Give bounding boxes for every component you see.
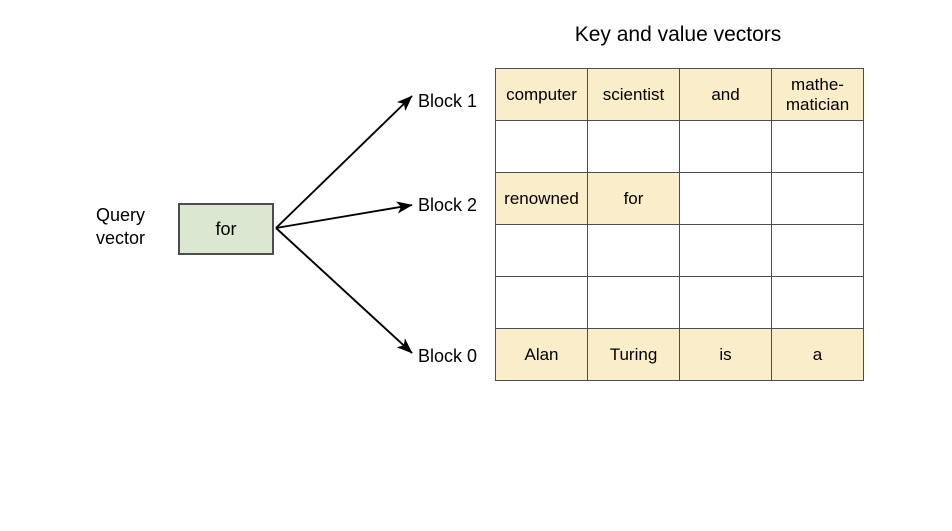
table-cell-r1c0[interactable] xyxy=(495,120,588,173)
table-cell-r1c1[interactable] xyxy=(587,120,680,173)
table-cell-r2c1[interactable]: for xyxy=(587,172,680,225)
table-cell-r5c1[interactable]: Turing xyxy=(587,328,680,381)
block-label-2: Block 2 xyxy=(418,195,478,215)
query-vector-label-line-2: vector xyxy=(96,228,146,248)
page-title: Key and value vectors xyxy=(574,23,782,46)
table-cell-r0c3[interactable]: mathe- matician xyxy=(771,68,864,121)
table-cell-r2c0[interactable]: renowned xyxy=(495,172,588,225)
table-cell-r4c1[interactable] xyxy=(587,276,680,329)
key-value-table: computer scientist and mathe- matician r… xyxy=(495,68,864,381)
block-label-1: Block 1 xyxy=(418,91,478,111)
query-vector-label: Query vector xyxy=(96,204,174,250)
table-cell-r1c2[interactable] xyxy=(679,120,772,173)
query-vector-label-line-1: Query xyxy=(96,205,146,225)
table-cell-r0c3-line-1: mathe- xyxy=(791,74,844,94)
table-row: computer scientist and mathe- matician xyxy=(495,68,864,121)
table-cell-r5c3[interactable]: a xyxy=(771,328,864,381)
table-row xyxy=(495,120,864,173)
table-cell-r5c2[interactable]: is xyxy=(679,328,772,381)
table-cell-r3c1[interactable] xyxy=(587,224,680,277)
arrow-to-block-2-icon xyxy=(275,201,413,229)
table-cell-r4c2[interactable] xyxy=(679,276,772,329)
table-cell-r0c3-line-2: matician xyxy=(785,94,850,114)
query-vector-box[interactable]: for xyxy=(178,203,274,255)
table-row xyxy=(495,224,864,277)
arrow-to-block-0-icon xyxy=(275,227,413,354)
table-cell-r0c2[interactable]: and xyxy=(679,68,772,121)
table-cell-r2c3[interactable] xyxy=(771,172,864,225)
table-cell-r5c0[interactable]: Alan xyxy=(495,328,588,381)
table-row: renowned for xyxy=(495,172,864,225)
table-row: Alan Turing is a xyxy=(495,328,864,381)
table-cell-r3c3[interactable] xyxy=(771,224,864,277)
table-cell-r4c0[interactable] xyxy=(495,276,588,329)
table-cell-r0c1[interactable]: scientist xyxy=(587,68,680,121)
table-row xyxy=(495,276,864,329)
table-cell-r1c3[interactable] xyxy=(771,120,864,173)
table-cell-r2c2[interactable] xyxy=(679,172,772,225)
arrow-to-block-1-icon xyxy=(275,95,413,229)
table-cell-r0c0[interactable]: computer xyxy=(495,68,588,121)
table-cell-r3c0[interactable] xyxy=(495,224,588,277)
table-cell-r3c2[interactable] xyxy=(679,224,772,277)
block-label-0: Block 0 xyxy=(418,346,478,366)
query-vector-token: for xyxy=(215,218,237,239)
table-cell-r4c3[interactable] xyxy=(771,276,864,329)
